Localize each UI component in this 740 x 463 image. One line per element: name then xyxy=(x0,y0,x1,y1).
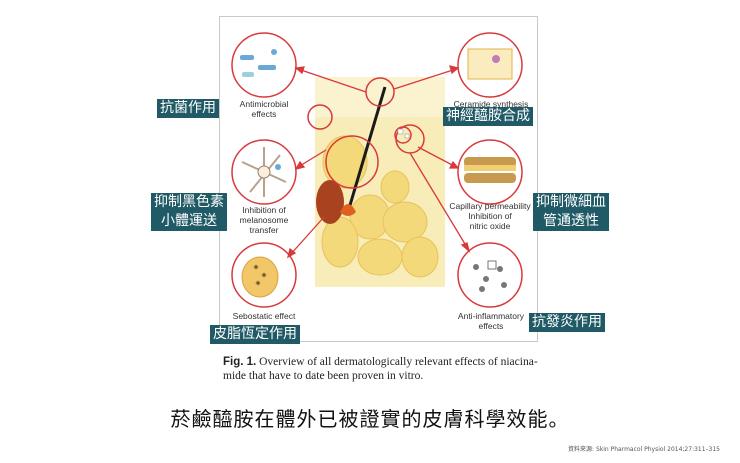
skin-illustration xyxy=(231,32,523,308)
hair-shaft xyxy=(346,86,387,213)
immune-cells-icon xyxy=(473,260,507,292)
capillary-icon xyxy=(464,157,516,183)
granule xyxy=(404,133,410,139)
arrow-sebostatic xyxy=(289,216,325,256)
figure-caption: Fig. 1. Overview of all dermatologically… xyxy=(223,355,543,383)
sebaceous-gland xyxy=(316,180,344,224)
label-antiinflammatory: Anti-inflammatory effects xyxy=(457,311,525,331)
skin-spot-center xyxy=(325,135,379,189)
label-melanosome: Inhibition of melanosome transfer xyxy=(239,205,289,235)
zh-tag-sebostatic: 皮脂恆定作用 xyxy=(210,325,300,344)
caption-label: Fig. 1. xyxy=(223,356,257,368)
label-ceramide: Ceramide synthesis xyxy=(453,99,529,109)
ceramide-cells xyxy=(467,48,513,80)
dermis-cells xyxy=(321,135,439,278)
zh-tag-antimicrobial: 抗菌作用 xyxy=(157,99,219,118)
skin-spot-left xyxy=(307,104,333,130)
arrow-capillary xyxy=(417,146,457,168)
zh-tag-capillary: 抑制微細血 管通透性 xyxy=(533,193,609,231)
arrow-antiinflammatory xyxy=(409,152,469,250)
sebocyte-icon xyxy=(241,256,279,298)
main-heading: 菸鹼醯胺在體外已被證實的皮膚科學效能。 xyxy=(170,407,570,431)
zh-tag-melanosome: 抑制黑色素 小體運送 xyxy=(151,193,227,231)
bacteria-icons xyxy=(240,49,277,77)
arrow-antimicrobial xyxy=(297,68,367,93)
skin-spot-right-inner xyxy=(394,126,412,144)
melanocyte-icon xyxy=(241,147,287,197)
epidermis-band xyxy=(315,77,445,117)
circle-capillary xyxy=(457,139,523,205)
zh-tag-antiinflammatory: 抗發炎作用 xyxy=(529,313,605,332)
hair-bulb xyxy=(340,204,356,216)
source-note: 資料來源: Skin Pharmacol Physiol 2014;27:311… xyxy=(568,446,720,453)
label-sebostatic: Sebostatic effect xyxy=(232,311,296,321)
arrow-ceramide xyxy=(393,68,457,90)
zh-tag-ceramide: 神經醯胺合成 xyxy=(443,107,533,126)
caption-text: Overview of all dermatologically relevan… xyxy=(223,356,538,382)
label-capillary: Capillary permeability Inhibition of nit… xyxy=(449,201,531,231)
circle-antiinflammatory xyxy=(457,242,523,308)
granule xyxy=(397,128,404,135)
label-antimicrobial: Antimicrobial effects xyxy=(239,99,289,119)
figure-frame: Antimicrobial effects Ceramide synthesis… xyxy=(219,16,538,342)
arrow-melanosome xyxy=(297,149,327,168)
